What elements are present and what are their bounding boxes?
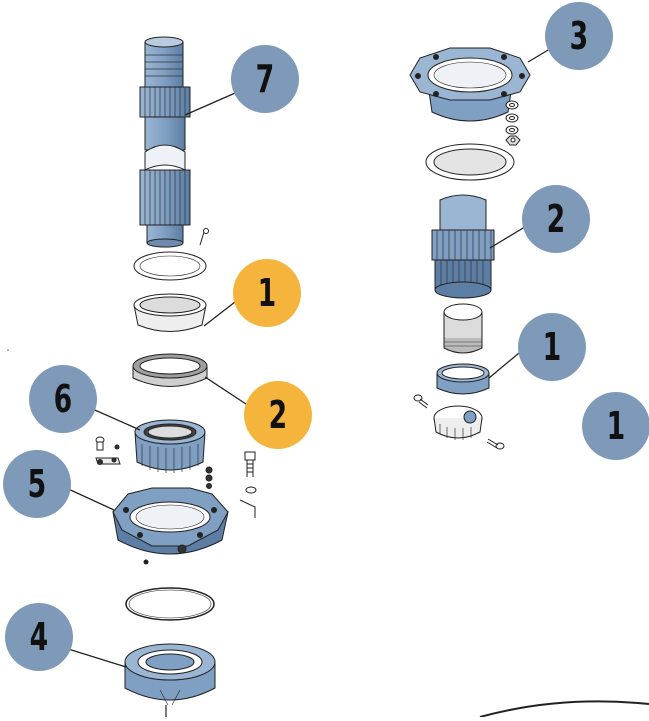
part-4-bearing — [124, 643, 216, 717]
callout-5-label: 5 — [27, 462, 47, 506]
part-5-flange — [112, 487, 229, 565]
callout-1-right: 1 — [518, 313, 586, 381]
bolt — [239, 451, 257, 518]
callout-4: 4 — [5, 603, 73, 671]
roller-cage — [433, 405, 483, 440]
blue-bearing-ring — [436, 363, 490, 395]
callout-3-label: 3 — [569, 14, 589, 58]
small-screw — [199, 228, 209, 246]
thin-o-ring — [125, 587, 215, 621]
small-hardware-left — [95, 436, 213, 489]
callout-1-orange-label: 1 — [257, 271, 277, 315]
partial-circle-outline — [479, 700, 649, 718]
callout-3: 3 — [545, 2, 613, 70]
part-6-gear-ring — [134, 419, 206, 473]
callout-1-right-label: 1 — [542, 325, 562, 369]
callout-2-right-label: 2 — [546, 197, 566, 241]
callout-5: 5 — [3, 450, 71, 518]
callout-1-far-right-label: 1 — [606, 404, 626, 448]
callout-4-label: 4 — [29, 615, 49, 659]
grey-hub — [443, 303, 483, 354]
callout-6-label: 6 — [53, 377, 73, 421]
callout-2-right: 2 — [522, 185, 590, 253]
seal-ring — [132, 353, 208, 387]
part-2-gear-shaft — [431, 194, 495, 299]
part-3-flanged-housing — [409, 47, 531, 122]
washers-and-nut — [505, 100, 521, 146]
part-7-splined-shaft — [139, 36, 191, 248]
callout-1-far-right: 1 — [582, 392, 649, 460]
callout-7: 7 — [231, 45, 299, 113]
callout-2-orange: 2 — [244, 381, 312, 449]
small-bolts-right — [413, 394, 505, 450]
bearing-cup — [133, 293, 207, 332]
stray-dot — [7, 349, 9, 351]
thin-plate — [133, 251, 207, 281]
leader-lines — [63, 39, 566, 668]
callout-2-orange-label: 2 — [268, 393, 288, 437]
callout-1-orange: 1 — [233, 259, 301, 327]
flat-disc — [425, 143, 515, 181]
callout-6: 6 — [29, 365, 97, 433]
callout-7-label: 7 — [255, 57, 275, 101]
